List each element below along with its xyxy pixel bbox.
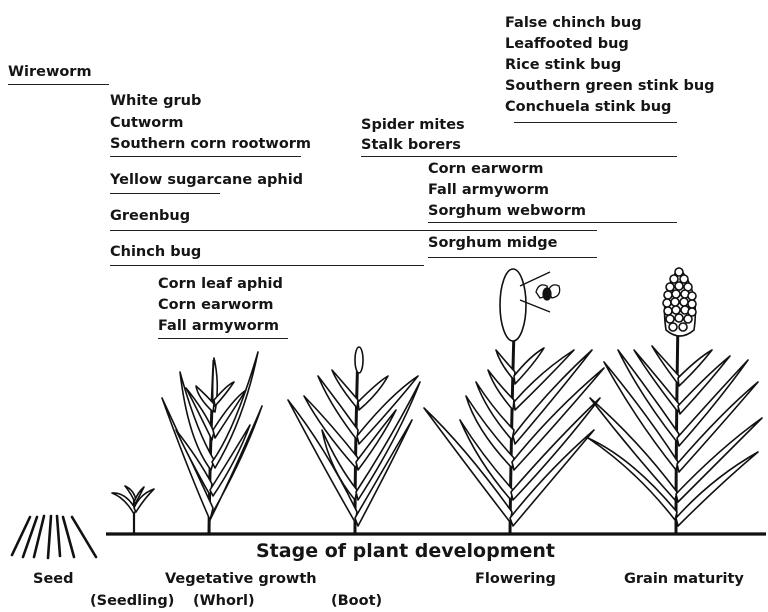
pest-label-fall-armyworm-whorl: Fall armyworm xyxy=(158,317,279,335)
pest-label-southern-corn-rootworm: Southern corn rootworm xyxy=(110,135,311,153)
substage-label-boot: (Boot) xyxy=(331,592,382,610)
stage-label-vegetative-growth: Vegetative growth xyxy=(165,570,317,588)
pest-range-head-feeders xyxy=(428,222,677,223)
pest-label-sorghum-midge: Sorghum midge xyxy=(428,234,557,252)
boot-plant-icon xyxy=(288,347,420,534)
pest-label-wireworm: Wireworm xyxy=(8,63,92,81)
pest-range-soil-pests xyxy=(110,156,301,157)
pest-range-whorl-feeders xyxy=(158,338,288,339)
stage-label-grain-maturity: Grain maturity xyxy=(624,570,744,588)
pest-range-spider-mites-stalk-borers xyxy=(361,156,677,157)
pest-range-wireworm xyxy=(8,84,109,85)
pest-range-stink-bugs xyxy=(514,122,677,123)
grain-head-icon xyxy=(663,268,696,336)
pest-label-yellow-sugarcane-aphid: Yellow sugarcane aphid xyxy=(110,171,303,189)
pest-label-sorghum-webworm: Sorghum webworm xyxy=(428,202,586,220)
pest-label-chinch-bug: Chinch bug xyxy=(110,243,201,261)
seed-icon xyxy=(12,516,96,558)
pest-label-white-grub: White grub xyxy=(110,92,201,110)
pest-label-corn-earworm-whorl: Corn earworm xyxy=(158,296,274,314)
pest-label-fall-armyworm-late: Fall armyworm xyxy=(428,181,549,199)
stage-label-seed: Seed xyxy=(33,570,74,588)
pest-label-greenbug: Greenbug xyxy=(110,207,190,225)
pest-label-leaffooted-bug: Leaffooted bug xyxy=(505,35,629,53)
whorl-plant-icon xyxy=(162,352,262,534)
pest-label-rice-stink-bug: Rice stink bug xyxy=(505,56,621,74)
seedling-plant-icon xyxy=(112,486,154,533)
pest-range-sorghum-midge xyxy=(428,257,597,258)
pest-label-spider-mites: Spider mites xyxy=(361,116,465,134)
pest-label-cutworm: Cutworm xyxy=(110,114,184,132)
stage-label-flowering: Flowering xyxy=(475,570,556,588)
pest-range-greenbug xyxy=(110,230,597,231)
flowering-plant-icon xyxy=(424,269,604,534)
pest-label-false-chinch-bug: False chinch bug xyxy=(505,14,642,32)
substage-label-whorl: (Whorl) xyxy=(193,592,255,610)
pest-label-corn-earworm-late: Corn earworm xyxy=(428,160,544,178)
pest-range-yellow-sugarcane-aphid xyxy=(110,193,220,194)
substage-label-seedling: (Seedling) xyxy=(90,592,174,610)
axis-title: Stage of plant development xyxy=(256,540,555,562)
pest-label-conchuela-stink-bug: Conchuela stink bug xyxy=(505,98,671,116)
pest-label-stalk-borers: Stalk borers xyxy=(361,136,461,154)
pest-range-chinch-bug xyxy=(110,265,424,266)
grain-maturity-plant-icon xyxy=(588,320,762,534)
pest-label-southern-green-stink-bug: Southern green stink bug xyxy=(505,77,715,95)
pest-label-corn-leaf-aphid: Corn leaf aphid xyxy=(158,275,283,293)
